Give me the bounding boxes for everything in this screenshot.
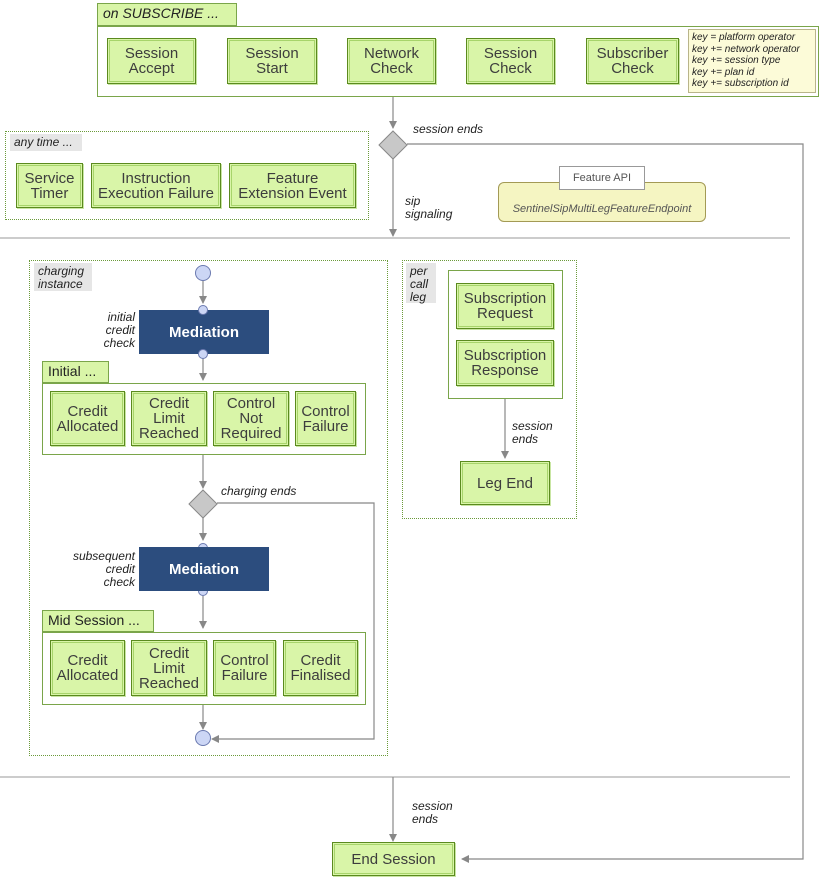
key-item: key += plan id	[692, 66, 755, 78]
subscription-response-box: Subscription Response	[456, 340, 554, 386]
subsequent-credit-check-label: subsequent credit check	[72, 549, 135, 589]
subscription-request-box: Subscription Request	[456, 283, 554, 329]
decision-diamond	[188, 489, 218, 519]
any-time-label: any time ...	[10, 134, 82, 151]
mediation-initial-box: Mediation	[139, 310, 269, 354]
initial-label: Initial ...	[42, 361, 109, 383]
start-node	[195, 265, 211, 281]
initial-control-not-required-box: Control Not Required	[213, 391, 289, 446]
initial-credit-allocated-box: Credit Allocated	[50, 391, 125, 446]
mid-credit-allocated-box: Credit Allocated	[50, 640, 125, 696]
session-ends-label: session ends	[413, 122, 484, 136]
charging-instance-frame	[29, 260, 388, 756]
service-timer-box: Service Timer	[16, 163, 83, 208]
mediation-subsequent-box: Mediation	[139, 547, 269, 591]
key-item: key += network operator	[692, 43, 800, 55]
session-check-box: Session Check	[466, 38, 555, 84]
subscriber-check-box: Subscriber Check	[586, 38, 679, 84]
mid-credit-finalised-box: Credit Finalised	[283, 640, 358, 696]
session-start-box: Session Start	[227, 38, 317, 84]
network-check-box: Network Check	[347, 38, 436, 84]
instruction-execution-failure-box: Instruction Execution Failure	[91, 163, 221, 208]
charging-instance-label: charging instance	[34, 263, 92, 291]
key-item: key += session type	[692, 55, 781, 66]
leg-end-box: Leg End	[460, 461, 550, 505]
key-item: key = platform operator	[692, 32, 796, 43]
per-call-leg-label: per call leg	[406, 263, 436, 304]
per-call-leg-frame	[402, 260, 577, 519]
key-list: key = platform operator key += network o…	[688, 29, 816, 93]
decision-diamond	[378, 130, 408, 160]
any-time-frame	[5, 131, 369, 220]
feature-extension-event-box: Feature Extension Event	[229, 163, 356, 208]
bottom-session-ends-label: session ends	[412, 799, 453, 826]
leg-session-ends-label: session ends	[512, 419, 553, 446]
mid-session-label: Mid Session ...	[42, 610, 154, 632]
feature-api-tab: Feature API	[559, 166, 645, 190]
session-accept-box: Session Accept	[107, 38, 196, 84]
charging-ends-label: charging ends	[221, 484, 297, 498]
mid-credit-limit-reached-box: Credit Limit Reached	[131, 640, 207, 696]
key-item: key += subscription id	[692, 78, 789, 89]
sip-signaling-label: sip signaling	[405, 194, 453, 221]
subscribe-label: on SUBSCRIBE ...	[97, 3, 237, 26]
initial-credit-check-label: initial credit check	[103, 310, 135, 350]
end-node	[195, 730, 211, 746]
mid-control-failure-box: Control Failure	[213, 640, 276, 696]
initial-control-failure-box: Control Failure	[295, 391, 356, 446]
end-session-box: End Session	[332, 842, 455, 876]
initial-credit-limit-reached-box: Credit Limit Reached	[131, 391, 207, 446]
